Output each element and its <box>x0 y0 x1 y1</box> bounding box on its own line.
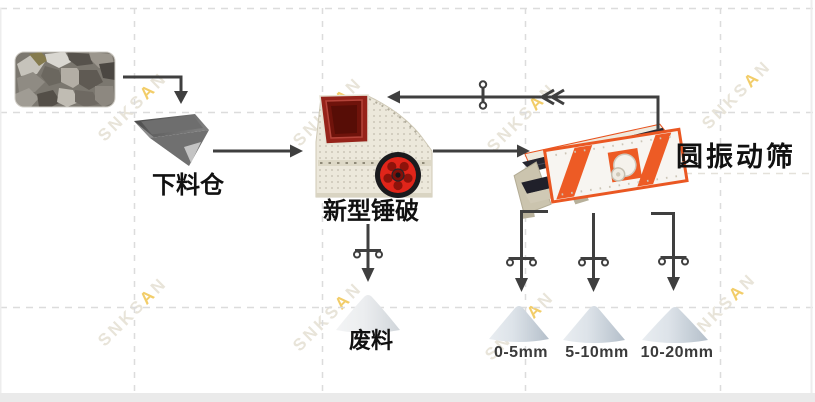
product-label-3: 10-20mm <box>640 344 714 361</box>
arrow-right-icon <box>290 144 303 158</box>
product-pile-2 <box>563 306 625 343</box>
arrow-down-icon <box>361 268 375 282</box>
crusher-flywheel <box>375 152 421 198</box>
arrow-left-icon <box>387 90 400 104</box>
flow-connectors <box>123 75 689 292</box>
arrow-down-icon <box>174 91 188 104</box>
waste-pile <box>336 295 400 333</box>
connector-hopper-to-crusher <box>213 144 303 158</box>
right-edge-line <box>810 0 813 393</box>
waste-label: 废料 <box>348 328 393 353</box>
bottom-edge-strip <box>0 393 815 402</box>
hopper-label: 下料仓 <box>152 172 224 199</box>
double-chevron-left-icon <box>539 88 565 106</box>
discharge-gate-icon <box>658 256 689 266</box>
product-pile-1 <box>489 306 549 342</box>
connector-screen-to-product-1 <box>506 210 548 292</box>
connector-crusher-to-screen <box>433 144 530 158</box>
crusher-label: 新型锤破 <box>323 198 419 225</box>
hopper-graphic <box>134 114 209 166</box>
screen-label: 圆振动筛 <box>676 142 796 172</box>
flap-valve-icon <box>478 80 488 110</box>
connector-screen-to-product-3 <box>651 212 689 291</box>
grid-lines <box>0 7 815 393</box>
connector-stone-to-hopper <box>123 75 188 104</box>
arrow-right-icon <box>517 144 530 158</box>
discharge-gate-icon <box>353 249 383 259</box>
screen-graphic <box>513 123 689 219</box>
left-edge-line <box>0 8 2 393</box>
discharge-gate-icon <box>506 257 537 267</box>
arrow-down-icon <box>515 278 528 292</box>
raw-stone-photo <box>14 51 116 108</box>
product-label-1: 0-5mm <box>493 344 549 361</box>
connector-screen-to-product-2 <box>578 213 609 292</box>
product-pile-3 <box>642 307 708 343</box>
crusher-graphic <box>315 94 433 198</box>
connector-crusher-to-waste <box>353 224 383 282</box>
arrow-down-icon <box>667 277 680 291</box>
product-label-2: 5-10mm <box>565 344 629 361</box>
arrow-down-icon <box>587 278 600 292</box>
connector-screen-return-to-crusher <box>387 80 660 130</box>
discharge-gate-icon <box>578 257 609 267</box>
